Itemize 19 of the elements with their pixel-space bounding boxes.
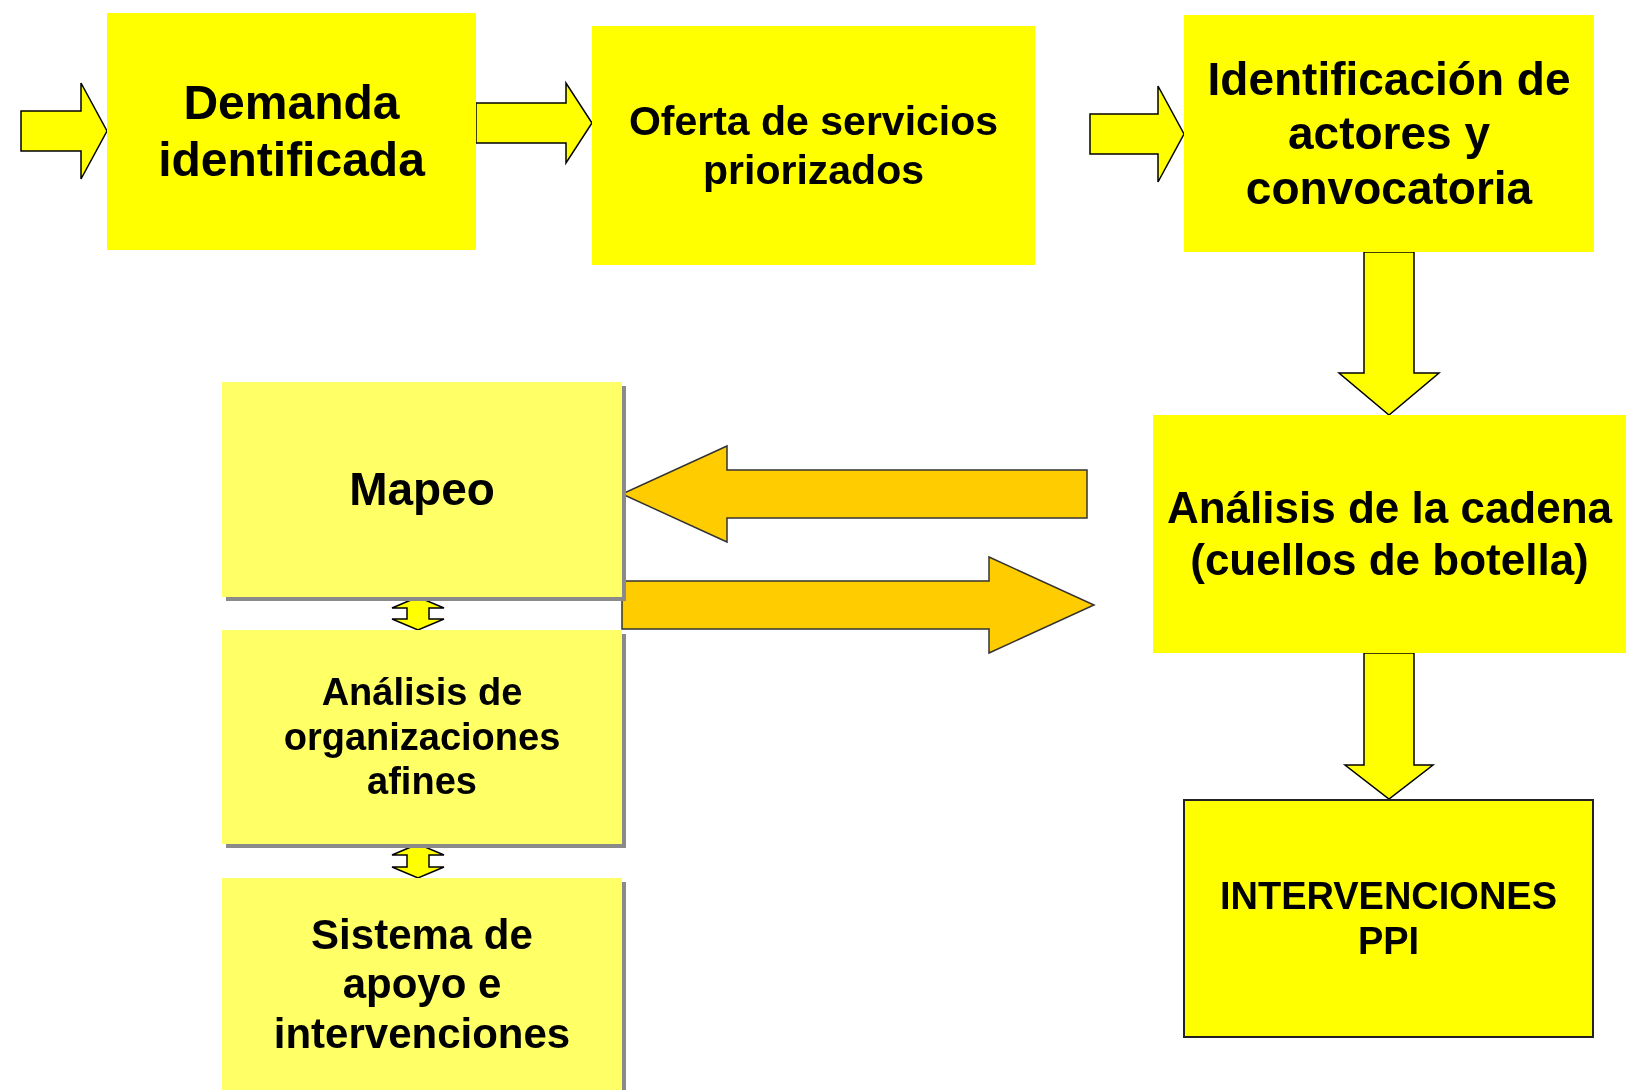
box-label: Oferta de servicios priorizados bbox=[627, 97, 1000, 194]
process-box bbox=[107, 13, 476, 250]
process-box bbox=[592, 26, 1035, 265]
block-arrow bbox=[1336, 251, 1442, 416]
box-label: Análisis de organizaciones afines bbox=[282, 669, 562, 805]
box-label: Sistema de apoyo e intervenciones bbox=[272, 909, 572, 1059]
process-box bbox=[1153, 415, 1626, 653]
box-label: Identificación de actores y convocatoria bbox=[1206, 52, 1572, 215]
process-box bbox=[1184, 15, 1594, 252]
box-label: INTERVENCIONES PPI bbox=[1218, 873, 1559, 964]
block-arrow bbox=[1089, 85, 1185, 183]
block-arrow bbox=[475, 80, 593, 166]
block-arrow bbox=[621, 555, 1096, 655]
box-label: Demanda identificada bbox=[157, 74, 427, 188]
block-arrow bbox=[1342, 652, 1436, 800]
box-label: Mapeo bbox=[349, 462, 495, 517]
block-arrow bbox=[20, 82, 108, 180]
process-box bbox=[1183, 799, 1594, 1038]
box-label: Análisis de la cadena (cuellos de botella) bbox=[1165, 482, 1614, 586]
